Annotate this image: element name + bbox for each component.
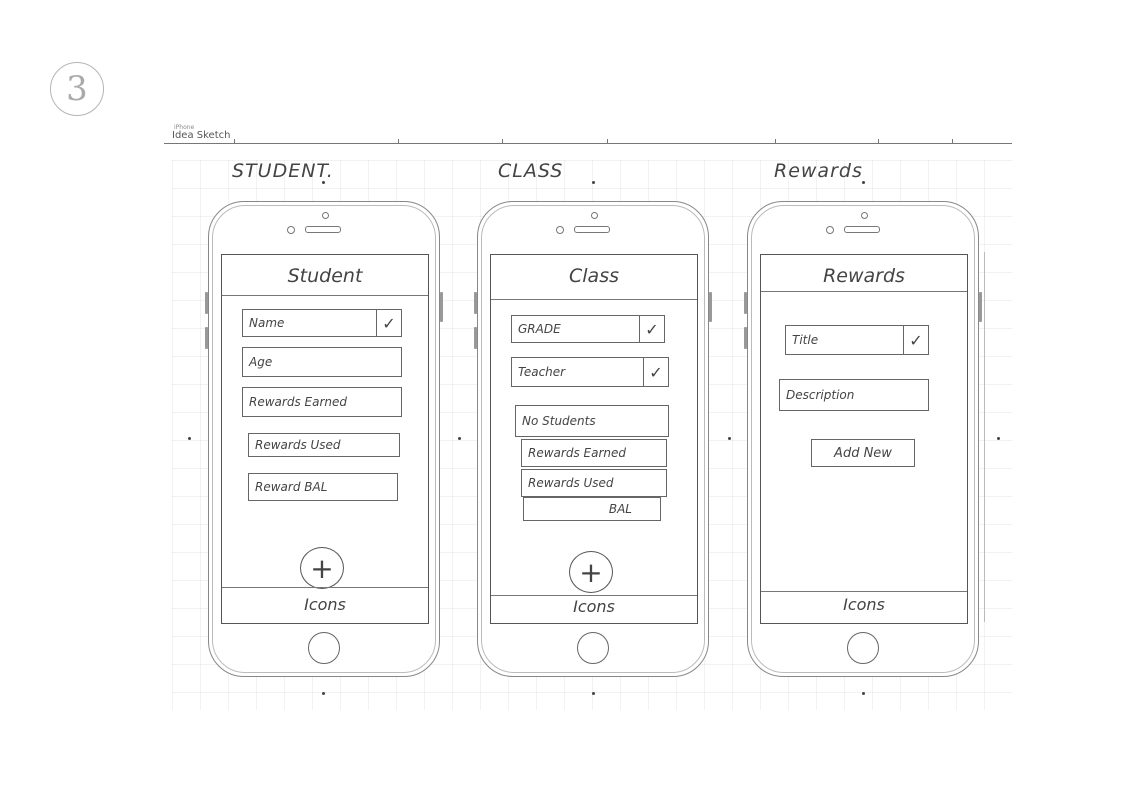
header-tick — [878, 139, 879, 144]
title-divider — [222, 295, 428, 296]
volume-button — [205, 327, 208, 349]
speaker-grille — [844, 226, 880, 233]
title-field[interactable]: Title ✓ — [785, 325, 929, 355]
grid-marker — [862, 692, 865, 695]
volume-button — [474, 292, 477, 314]
field-label: Title — [792, 333, 819, 347]
rewards-earned-field[interactable]: Rewards Earned — [521, 439, 667, 467]
sensor-icon — [287, 226, 295, 234]
grid-marker — [592, 181, 595, 184]
volume-button — [744, 292, 747, 314]
tabbar-divider — [222, 587, 428, 588]
power-button — [709, 292, 712, 322]
grid-marker — [188, 437, 191, 440]
name-field[interactable]: Name ✓ — [242, 309, 402, 337]
field-label: Rewards Earned — [528, 446, 626, 460]
caption-class: CLASS — [498, 160, 564, 182]
teacher-field[interactable]: Teacher ✓ — [511, 357, 669, 387]
caption-rewards: Rewards — [774, 160, 863, 182]
age-field[interactable]: Age — [242, 347, 402, 377]
grid-marker — [862, 181, 865, 184]
header-tick — [398, 139, 399, 144]
camera-icon — [591, 212, 598, 219]
sheet-title: Idea Sketch — [172, 130, 231, 141]
camera-icon — [322, 212, 329, 219]
check-icon[interactable]: ✓ — [639, 316, 664, 342]
no-students-field[interactable]: No Students — [515, 405, 669, 437]
grid-marker — [322, 692, 325, 695]
title-divider — [761, 291, 967, 292]
tabbar-icons[interactable]: Icons — [304, 595, 346, 614]
field-label: Rewards Used — [255, 438, 341, 452]
grid-marker — [458, 437, 461, 440]
field-label: Teacher — [518, 365, 566, 379]
phone-class: Class GRADE ✓ Teacher ✓ No Students Rewa… — [474, 201, 712, 677]
home-button[interactable] — [577, 632, 609, 664]
header-tick — [234, 139, 235, 144]
balance-field[interactable]: BAL — [523, 497, 661, 521]
phone-student: Student Name ✓ Age Rewards Earned Reward… — [205, 201, 443, 677]
description-field[interactable]: Description — [779, 379, 929, 411]
add-student-button[interactable]: + — [300, 547, 344, 589]
class-screen: Class GRADE ✓ Teacher ✓ No Students Rewa… — [490, 254, 698, 624]
field-label: Name — [249, 316, 285, 330]
check-icon[interactable]: ✓ — [376, 310, 401, 336]
tabbar-icons[interactable]: Icons — [573, 597, 615, 616]
power-button — [979, 292, 982, 322]
field-label: GRADE — [518, 322, 561, 336]
field-label: No Students — [522, 414, 596, 428]
phone-rewards: Rewards Title ✓ Description Add New Icon… — [744, 201, 982, 677]
speaker-grille — [305, 226, 341, 233]
grid-marker — [322, 181, 325, 184]
field-label: Rewards Earned — [249, 395, 347, 409]
rewards-screen-title: Rewards — [823, 265, 905, 287]
header-rule — [164, 143, 1012, 144]
volume-button — [474, 327, 477, 349]
field-label: BAL — [608, 502, 632, 516]
reward-balance-field[interactable]: Reward BAL — [248, 473, 398, 501]
field-label: Reward BAL — [255, 480, 328, 494]
check-icon[interactable]: ✓ — [643, 358, 668, 386]
home-button[interactable] — [308, 632, 340, 664]
sensor-icon — [826, 226, 834, 234]
student-screen-title: Student — [287, 265, 363, 287]
tabbar-divider — [491, 595, 697, 596]
sheet-device-label: iPhone — [174, 124, 195, 131]
header-tick — [607, 139, 608, 144]
grid-marker — [728, 437, 731, 440]
page-number: 3 — [50, 62, 104, 116]
field-label: Description — [786, 388, 855, 402]
grid-marker — [997, 437, 1000, 440]
header-tick — [502, 139, 503, 144]
power-button — [440, 292, 443, 322]
rewards-used-field[interactable]: Rewards Used — [521, 469, 667, 497]
rewards-screen: Rewards Title ✓ Description Add New Icon… — [760, 254, 968, 624]
tabbar-divider — [761, 591, 967, 592]
volume-button — [205, 292, 208, 314]
student-screen: Student Name ✓ Age Rewards Earned Reward… — [221, 254, 429, 624]
title-divider — [491, 299, 697, 300]
grade-field[interactable]: GRADE ✓ — [511, 315, 665, 343]
field-label: Age — [249, 355, 273, 369]
rewards-earned-field[interactable]: Rewards Earned — [242, 387, 402, 417]
speaker-grille — [574, 226, 610, 233]
check-icon[interactable]: ✓ — [903, 326, 928, 354]
header-tick — [952, 139, 953, 144]
grid-marker — [592, 692, 595, 695]
caption-student: STUDENT. — [232, 160, 334, 182]
rewards-used-field[interactable]: Rewards Used — [248, 433, 400, 457]
add-new-button[interactable]: Add New — [811, 439, 915, 467]
class-screen-title: Class — [569, 265, 619, 287]
add-class-button[interactable]: + — [569, 551, 613, 593]
sensor-icon — [556, 226, 564, 234]
header-tick — [775, 139, 776, 144]
tabbar-icons[interactable]: Icons — [843, 595, 885, 614]
camera-icon — [861, 212, 868, 219]
sheet-header: iPhone Idea Sketch — [164, 124, 1012, 146]
volume-button — [744, 327, 747, 349]
field-label: Rewards Used — [528, 476, 614, 490]
home-button[interactable] — [847, 632, 879, 664]
screen-height-guide — [984, 252, 985, 622]
